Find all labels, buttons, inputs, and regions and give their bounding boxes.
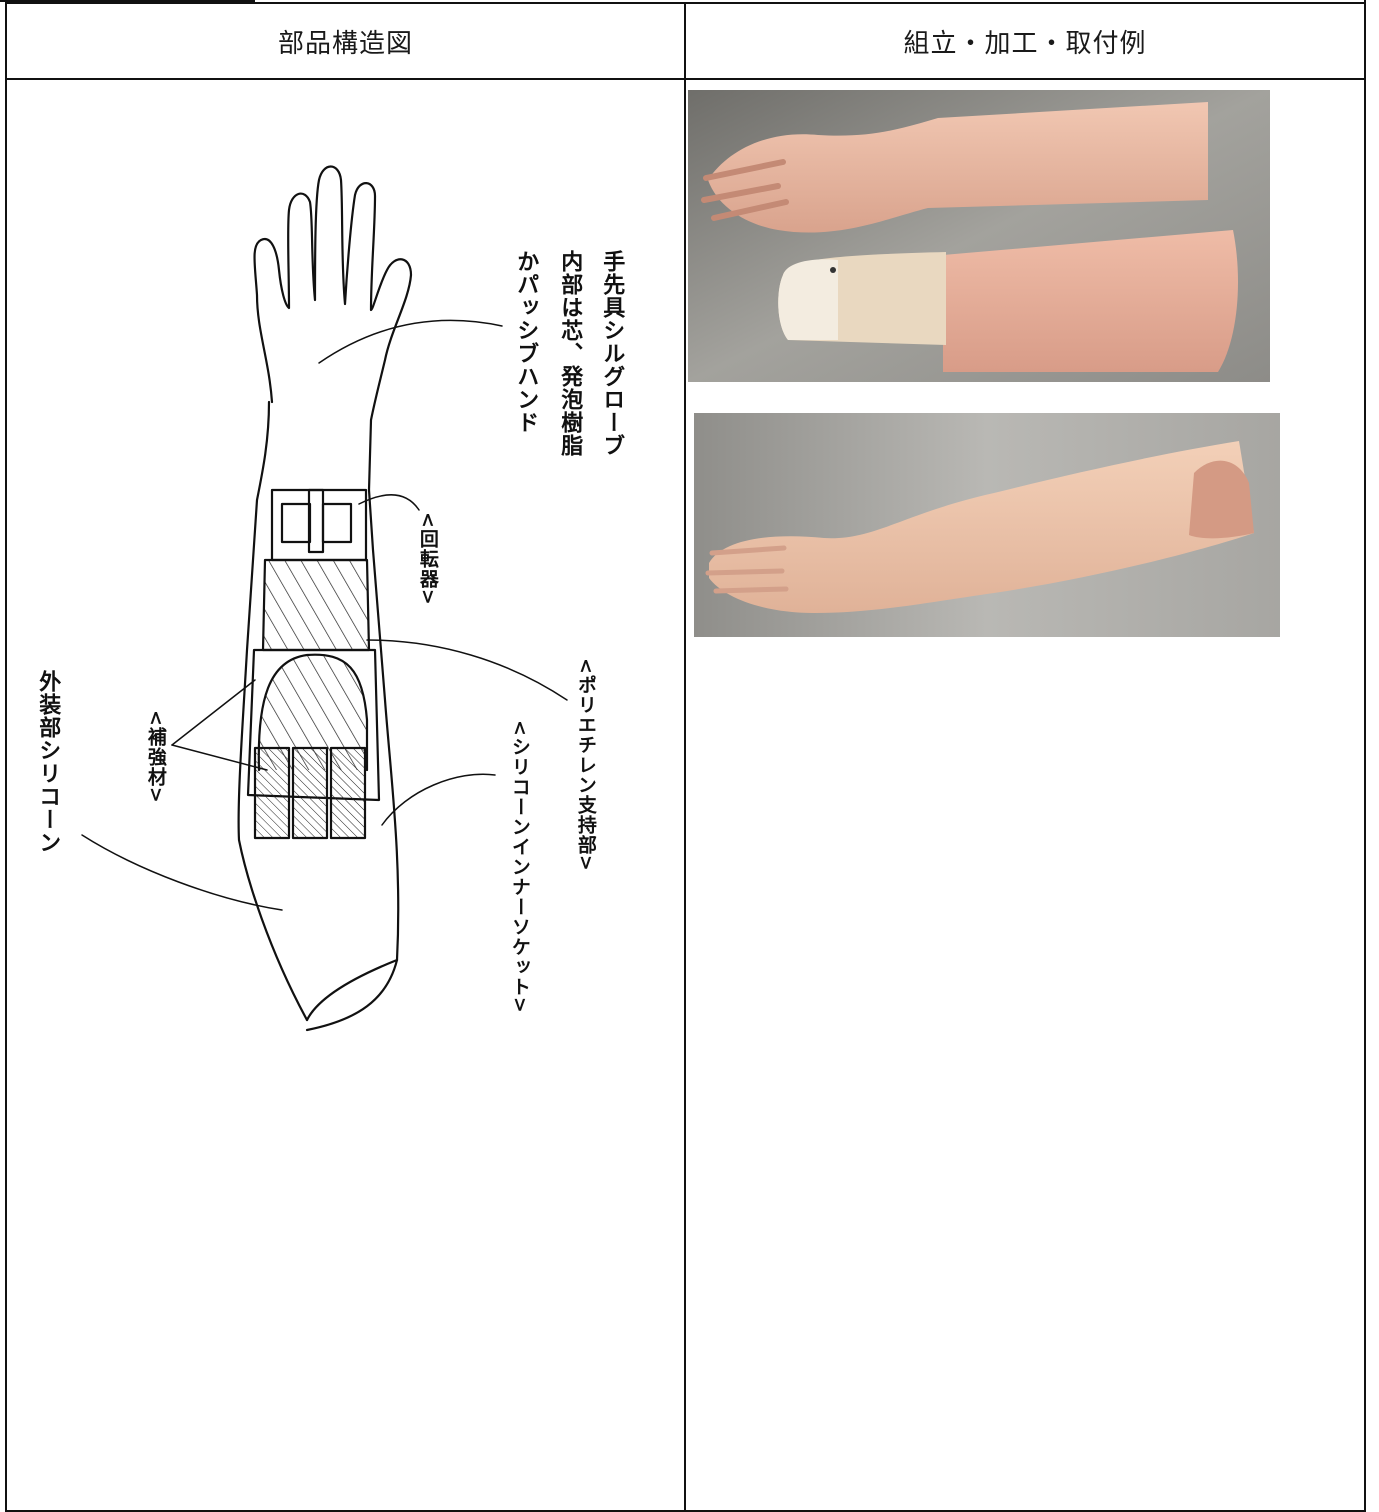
header-parts-structure: 部品構造図 (7, 4, 684, 78)
label-reinforcement: <補強材> (145, 710, 166, 804)
column-divider (684, 2, 686, 1512)
photo-assembled-icon (694, 413, 1280, 637)
label-glove-line3: かパッシブハンド (513, 250, 537, 434)
prosthetic-arm-parts-photo (688, 90, 1270, 382)
photo-parts-icon (688, 90, 1270, 382)
assembled-prosthetic-arm-photo (694, 413, 1280, 637)
label-silicone-inner-socket: <シリコーンインナーソケット> (509, 720, 530, 1014)
header-assembly-example: 組立・加工・取付例 (686, 4, 1364, 78)
parts-structure-diagram: 手先具シルグローブ 内部は芯、発泡樹脂 かパッシブハンド <回転器> <ポリエチ… (7, 80, 684, 1080)
label-exterior-silicone: 外装部シリコーン (35, 670, 59, 854)
label-glove-line2: 内部は芯、発泡樹脂 (557, 250, 581, 457)
label-rotator: <回転器> (417, 512, 438, 606)
label-polyethylene-support: <ポリエチレン支持部> (575, 658, 596, 872)
label-glove-line1: 手先具シルグローブ (599, 250, 623, 457)
arm-sketch-icon (7, 80, 684, 1080)
